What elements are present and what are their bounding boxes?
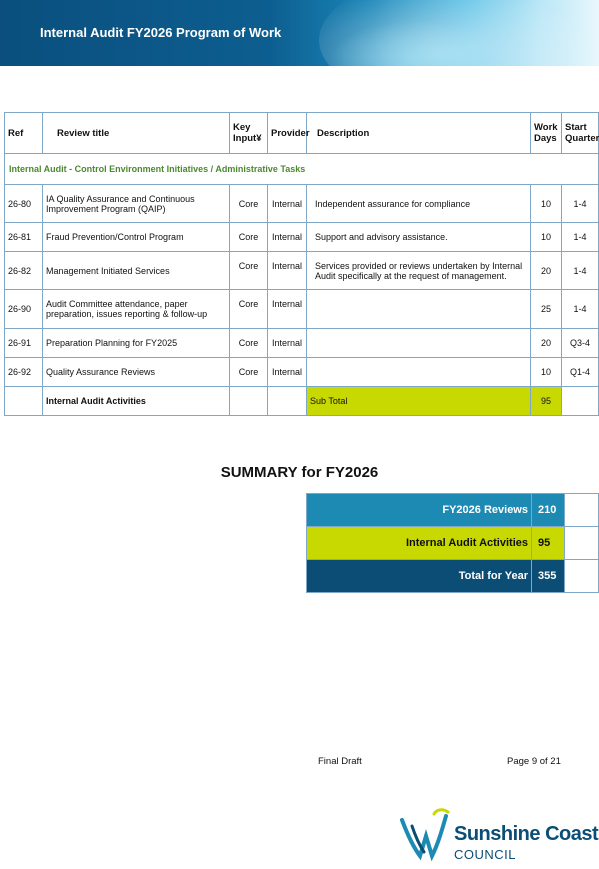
page-title: Internal Audit FY2026 Program of Work <box>40 25 282 40</box>
summary-empty-cell <box>564 559 599 593</box>
footer-page-number: Page 9 of 21 <box>507 756 561 767</box>
section-title: Internal Audit - Control Environment Ini… <box>4 153 599 185</box>
row-ref: 26-90 <box>4 289 43 329</box>
row-description: Services provided or reviews undertaken … <box>306 251 531 290</box>
row-key-input: Core <box>229 251 268 290</box>
subtotal-empty-ref <box>4 386 43 416</box>
table-row: 26-92 Quality Assurance Reviews Core Int… <box>4 357 599 387</box>
row-work-days: 10 <box>530 222 562 252</box>
subtotal-empty-quarter <box>561 386 599 416</box>
row-provider: Internal <box>267 357 307 387</box>
summary-empty-cell <box>564 493 599 527</box>
logo-text-primary: Sunshine Coast <box>454 823 599 845</box>
summary-title: SUMMARY for FY2026 <box>220 464 379 481</box>
summary-empty-cell <box>564 526 599 560</box>
row-work-days: 20 <box>530 328 562 358</box>
summary-value: 95 <box>531 526 565 560</box>
row-description <box>306 289 531 329</box>
row-work-days: 10 <box>530 357 562 387</box>
row-key-input: Core <box>229 328 268 358</box>
row-provider: Internal <box>267 184 307 223</box>
summary-label: FY2026 Reviews <box>306 493 532 527</box>
row-title: Management Initiated Services <box>42 251 230 290</box>
row-ref: 26-80 <box>4 184 43 223</box>
row-title: Preparation Planning for FY2025 <box>42 328 230 358</box>
subtotal-desc: Sub Total <box>306 386 531 416</box>
table-row: 26-82 Management Initiated Services Core… <box>4 251 599 290</box>
summary-row-reviews: FY2026 Reviews 210 <box>306 493 599 527</box>
subtotal-empty-key <box>229 386 268 416</box>
row-key-input: Core <box>229 184 268 223</box>
row-ref: 26-81 <box>4 222 43 252</box>
row-description <box>306 357 531 387</box>
logo-text-secondary: COUNCIL <box>454 847 517 862</box>
table-row: 26-91 Preparation Planning for FY2025 Co… <box>4 328 599 358</box>
table-header-row: Ref Review title Key Input¥ Provider Des… <box>4 112 599 154</box>
footer-status: Final Draft <box>318 756 362 767</box>
row-start-quarter: 1-4 <box>561 289 599 329</box>
row-title: Fraud Prevention/Control Program <box>42 222 230 252</box>
row-key-input: Core <box>229 222 268 252</box>
row-start-quarter: Q3-4 <box>561 328 599 358</box>
row-provider: Internal <box>267 328 307 358</box>
row-ref: 26-91 <box>4 328 43 358</box>
col-start-quarter: Start Quarter <box>561 112 599 154</box>
row-title: Audit Committee attendance, paper prepar… <box>42 289 230 329</box>
col-key-input: Key Input¥ <box>229 112 268 154</box>
row-provider: Internal <box>267 222 307 252</box>
row-description: Support and advisory assistance. <box>306 222 531 252</box>
row-start-quarter: 1-4 <box>561 251 599 290</box>
summary-label: Internal Audit Activities <box>306 526 532 560</box>
subtotal-empty-provider <box>267 386 307 416</box>
col-review-title: Review title <box>42 112 230 154</box>
subtotal-row: Internal Audit Activities Sub Total 95 <box>4 386 599 416</box>
row-work-days: 20 <box>530 251 562 290</box>
page-header-banner: Internal Audit FY2026 Program of Work <box>0 0 599 66</box>
subtotal-value: 95 <box>530 386 562 416</box>
summary-table: FY2026 Reviews 210 Internal Audit Activi… <box>306 493 599 593</box>
col-ref: Ref <box>4 112 43 154</box>
table-row: 26-90 Audit Committee attendance, paper … <box>4 289 599 329</box>
col-description: Description <box>306 112 531 154</box>
col-work-days: Work Days <box>530 112 562 154</box>
row-title: IA Quality Assurance and Continuous Impr… <box>42 184 230 223</box>
row-start-quarter: Q1-4 <box>561 357 599 387</box>
row-provider: Internal <box>267 289 307 329</box>
summary-value: 355 <box>531 559 565 593</box>
section-header-row: Internal Audit - Control Environment Ini… <box>4 153 599 185</box>
row-start-quarter: 1-4 <box>561 184 599 223</box>
row-ref: 26-82 <box>4 251 43 290</box>
summary-value: 210 <box>531 493 565 527</box>
table-row: 26-81 Fraud Prevention/Control Program C… <box>4 222 599 252</box>
row-title: Quality Assurance Reviews <box>42 357 230 387</box>
row-work-days: 10 <box>530 184 562 223</box>
col-provider: Provider <box>267 112 310 154</box>
summary-label: Total for Year <box>306 559 532 593</box>
council-logo-icon <box>400 808 450 862</box>
row-key-input: Core <box>229 357 268 387</box>
subtotal-label: Internal Audit Activities <box>42 386 230 416</box>
row-description: Independent assurance for compliance <box>306 184 531 223</box>
row-work-days: 25 <box>530 289 562 329</box>
row-provider: Internal <box>267 251 307 290</box>
summary-row-total: Total for Year 355 <box>306 559 599 593</box>
row-key-input: Core <box>229 289 268 329</box>
row-start-quarter: 1-4 <box>561 222 599 252</box>
table-row: 26-80 IA Quality Assurance and Continuou… <box>4 184 599 223</box>
summary-row-activities: Internal Audit Activities 95 <box>306 526 599 560</box>
row-ref: 26-92 <box>4 357 43 387</box>
program-table: Ref Review title Key Input¥ Provider Des… <box>4 112 599 416</box>
row-description <box>306 328 531 358</box>
